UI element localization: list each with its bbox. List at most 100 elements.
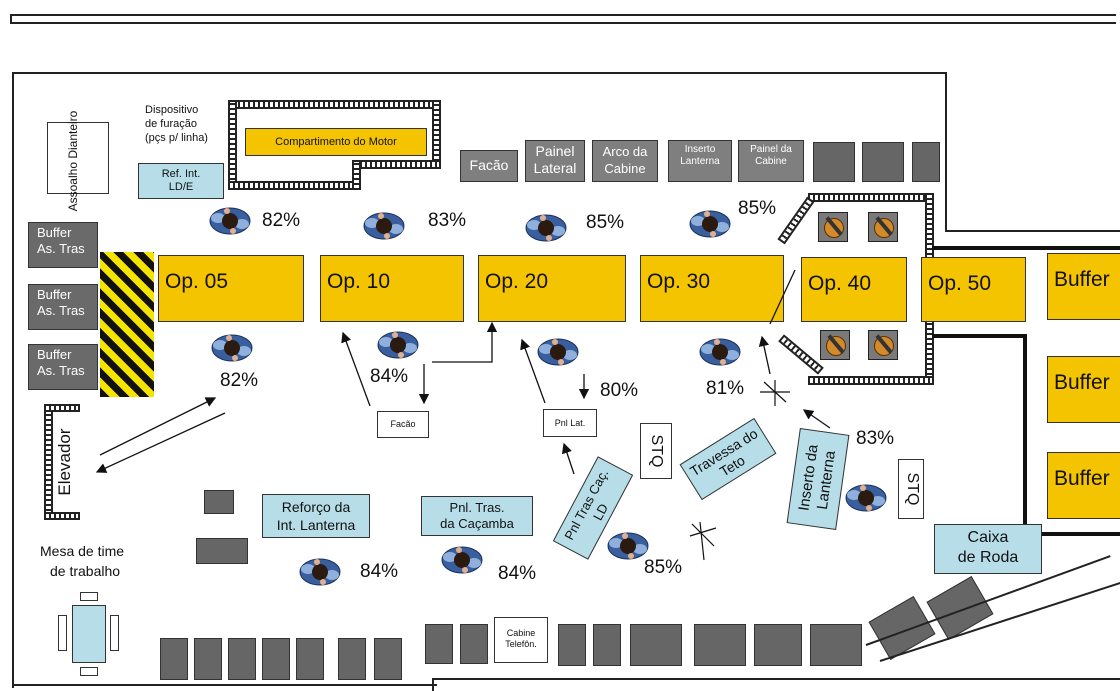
efficiency-label: 84% — [498, 563, 537, 584]
painel-lateral-box: Painel Lateral — [525, 140, 585, 182]
painel-lateral-line1: Painel — [535, 143, 575, 159]
facao-top-box: Facão — [460, 150, 518, 182]
flow-arrow — [758, 335, 771, 375]
efficiency-label: 83% — [856, 428, 895, 449]
buffer-as-tras-left: Buffer As. Tras — [28, 344, 98, 390]
buffer-as-tras-left: Buffer As. Tras — [28, 222, 98, 268]
operator-icon — [537, 338, 579, 366]
pnl-lat-box-label: Pnl Lat. — [554, 418, 586, 428]
operator-icon — [607, 532, 649, 560]
conveyor-line-vert — [1023, 334, 1027, 536]
storage-rack — [160, 638, 188, 680]
caixa-roda-line2: de Roda — [957, 549, 1019, 566]
equipment-block — [813, 142, 855, 182]
motor-fence-step-v — [352, 160, 361, 190]
mesa-label-2: de trabalho — [50, 563, 121, 579]
hazard-stripes — [100, 252, 154, 397]
facao-box: Facão — [377, 411, 429, 438]
station-op20-label: Op. 20 — [485, 270, 549, 293]
operator-icon — [845, 484, 887, 512]
station-op20: Op. 20 — [478, 255, 626, 322]
equipment-block — [862, 142, 904, 182]
efficiency-label: 81% — [706, 378, 745, 399]
operator-icon — [525, 214, 567, 242]
buffer-left-line2: As. Tras — [37, 363, 85, 378]
arco-cabine-line1: Arco da — [602, 144, 648, 159]
welding-robot-icon — [868, 330, 898, 360]
plant-outline — [12, 72, 947, 688]
storage-rack — [754, 624, 802, 666]
efficiency-label: 80% — [600, 380, 639, 401]
cross-mark — [760, 380, 790, 406]
facao-box-label: Facão — [390, 419, 416, 429]
facao-top-label: Facão — [469, 157, 509, 173]
team-table — [72, 605, 106, 663]
operator-icon — [377, 331, 419, 359]
arco-cabine-box: Arco da Cabine — [592, 140, 658, 182]
efficiency-label: 82% — [262, 210, 301, 231]
operator-icon — [441, 546, 483, 574]
flow-arrow — [561, 442, 575, 475]
stq-box: STQ — [898, 459, 924, 519]
plant-outline-bottom-left — [12, 684, 437, 686]
conveyor-line-mid — [932, 334, 1027, 338]
reforco-line1: Reforço da — [281, 499, 351, 515]
chair-icon — [110, 615, 119, 651]
station-op40-label: Op. 40 — [808, 272, 872, 295]
robot-cell-fence-bottom — [808, 376, 934, 385]
flow-arrow — [432, 321, 498, 363]
chair-icon — [58, 615, 67, 651]
chair-icon — [80, 592, 98, 601]
operator-icon — [363, 212, 405, 240]
flow-arrow — [95, 412, 226, 473]
welding-robot-icon — [820, 330, 850, 360]
station-op40: Op. 40 — [801, 257, 907, 322]
storage-rack — [810, 624, 862, 666]
flow-arrow — [769, 269, 796, 325]
assoalho-dianteiro-area — [47, 122, 109, 194]
buffer-right: Buffer — [1047, 253, 1120, 320]
ref-int-box: Ref. Int. LD/E — [138, 163, 224, 199]
elevador-fence-top — [44, 404, 80, 412]
cabine-tel-line1: Cabine — [506, 628, 536, 638]
inserto-top-line2: Lanterna — [680, 156, 720, 167]
painel-lateral-line2: Lateral — [533, 160, 577, 176]
station-op30-label: Op. 30 — [647, 270, 711, 293]
flow-arrow — [99, 397, 217, 456]
efficiency-label: 84% — [360, 561, 399, 582]
station-op50-label: Op. 50 — [928, 272, 992, 295]
caixa-roda-box: Caixa de Roda — [934, 524, 1042, 574]
pnl-tras-cacamba-box: Pnl. Tras. da Caçamba — [421, 496, 533, 536]
mesa-label-1: Mesa de time — [40, 543, 125, 559]
buffer-left-line2: As. Tras — [37, 303, 85, 318]
dispositivo-label-1: Dispositivo — [145, 104, 199, 116]
storage-rack — [338, 638, 366, 680]
station-op10: Op. 10 — [320, 255, 464, 322]
storage-rack — [425, 624, 453, 664]
cabine-telefone-box: Cabine Telefôn. — [494, 617, 548, 663]
plant-outline-right — [945, 72, 947, 232]
station-op10-label: Op. 10 — [327, 270, 391, 293]
storage-rack — [630, 624, 682, 666]
station-op30: Op. 30 — [640, 255, 784, 322]
equipment-block — [196, 538, 248, 564]
storage-rack — [228, 638, 256, 680]
storage-rack — [262, 638, 290, 680]
plant-outline-bottom-right — [432, 678, 1120, 680]
buffer-left-line2: As. Tras — [37, 241, 85, 256]
station-op05-label: Op. 05 — [165, 270, 229, 293]
ref-int-line1: Ref. Int. — [161, 168, 201, 180]
conveyor-line-bottom — [1023, 532, 1120, 536]
elevador-fence-bottom — [44, 512, 80, 520]
operator-icon — [699, 338, 741, 366]
top-frame-line — [10, 14, 1116, 24]
painel-cabine-line2: Cabine — [755, 156, 787, 167]
pnl-tras-line1: Pnl. Tras. — [449, 500, 505, 515]
storage-rack — [296, 638, 324, 680]
efficiency-label: 83% — [428, 210, 467, 231]
welding-robot-icon — [818, 212, 848, 242]
caixa-roda-line1: Caixa — [967, 529, 1009, 546]
buffer-as-tras-left: Buffer As. Tras — [28, 284, 98, 330]
buffer-right-label: Buffer — [1054, 467, 1110, 490]
